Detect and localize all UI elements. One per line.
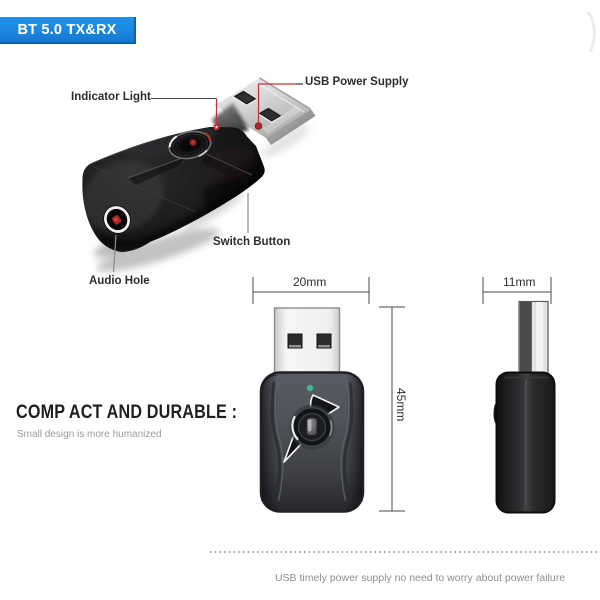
dimension-label-11mm: 11mm: [503, 275, 536, 289]
dimension-45mm: [379, 306, 405, 512]
main-photo: [82, 76, 316, 272]
callout-indicator-light: Indicator Light: [71, 91, 151, 103]
front-usb-plug: [273, 307, 341, 375]
dimension-label-45mm: 45mm: [394, 388, 408, 422]
product-badge: BT 5.0 TX&RX: [0, 17, 136, 44]
callout-audio-hole: Audio Hole: [89, 275, 150, 287]
front-button: [289, 404, 335, 450]
callout-switch-button: Switch Button: [213, 236, 291, 248]
headline-subtitle: Small design is more humanized: [17, 429, 162, 440]
footer-caption: USB timely power supply no need to worry…: [274, 572, 566, 584]
front-led: [306, 384, 314, 392]
front-view: [252, 277, 405, 513]
body-shading: [82, 127, 265, 249]
callout-lines: [112, 83, 303, 273]
dimension-20mm: [252, 277, 370, 304]
main-body: [82, 126, 265, 252]
main-usb-plug: [214, 76, 316, 145]
front-body: [259, 371, 365, 513]
badge-label: BT 5.0 TX&RX: [17, 21, 117, 38]
callout-usb-power-supply: USB Power Supply: [305, 76, 409, 88]
side-body: [493, 371, 556, 514]
dimension-label-20mm: 20mm: [293, 275, 327, 289]
watermark-arc: [586, 11, 596, 53]
button-red-dot: [188, 138, 198, 147]
main-audio-hole: [103, 205, 131, 234]
side-view: [482, 277, 556, 514]
side-usb-plug: [518, 300, 549, 375]
dimension-11mm: [482, 277, 552, 304]
headline-title: COMP ACT AND DURABLE :: [16, 402, 238, 423]
